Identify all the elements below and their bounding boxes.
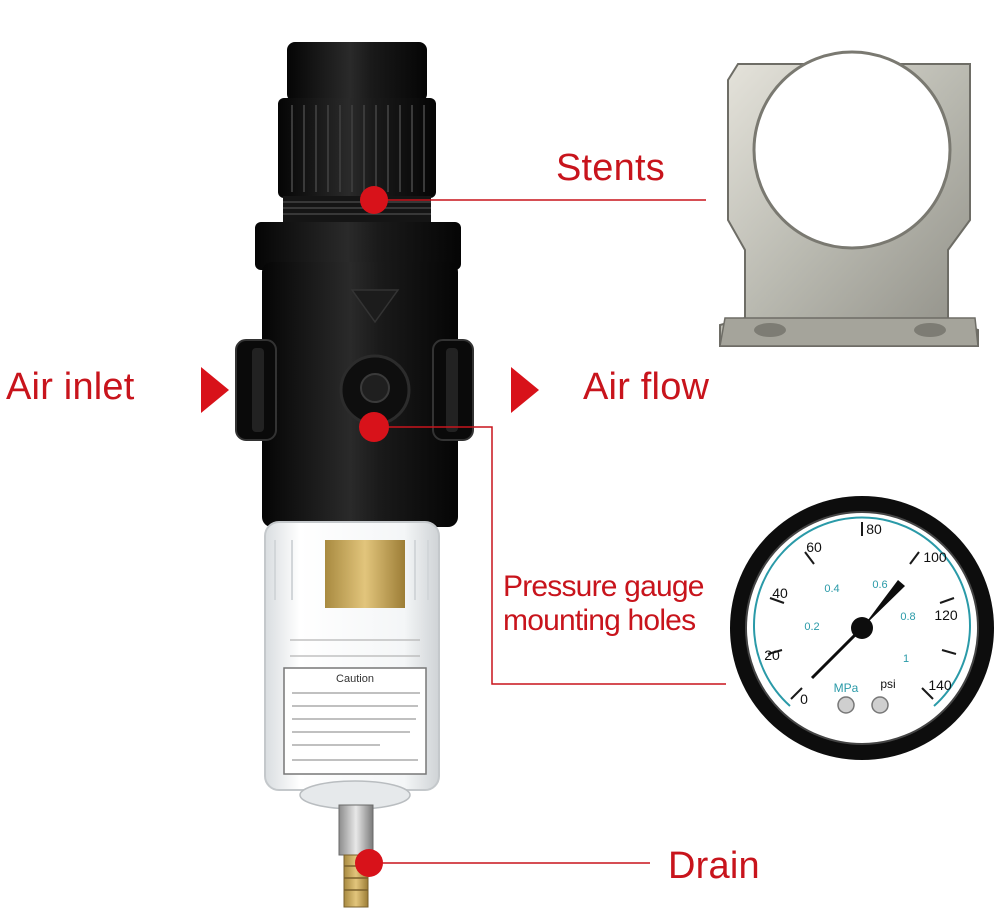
pressure-gauge: 0 20 40 60 80 100 120 140 0.2 0.4 0.6 0.…: [730, 496, 994, 760]
callout-dot-stents: [360, 186, 388, 214]
air-inlet-arrow-icon: [201, 367, 229, 413]
psi-tick-0: 0: [800, 691, 808, 707]
label-drain: Drain: [668, 845, 760, 887]
mpa-tick-0-2: 0.2: [804, 621, 819, 633]
mpa-tick-1: 1: [903, 653, 909, 665]
callout-dot-gauge-holes: [359, 412, 389, 442]
label-gauge-line-1: Pressure gauge: [503, 570, 704, 603]
mpa-tick-0-6: 0.6: [872, 579, 887, 591]
bowl-caution-text: Caution: [336, 673, 374, 685]
psi-tick-40: 40: [772, 585, 788, 601]
psi-tick-60: 60: [806, 539, 822, 555]
air-flow-arrow-icon: [511, 367, 539, 413]
label-air-flow: Air flow: [583, 366, 710, 408]
psi-tick-140: 140: [928, 677, 952, 693]
psi-tick-20: 20: [764, 647, 780, 663]
gauge-unit-psi: psi: [880, 677, 895, 691]
filter-bowl: Caution: [264, 521, 440, 810]
psi-tick-120: 120: [934, 607, 958, 623]
callout-dot-drain: [355, 849, 383, 877]
psi-tick-80: 80: [866, 521, 882, 537]
label-air-inlet: Air inlet: [6, 366, 135, 408]
label-pressure-gauge-holes: Pressure gauge mounting holes: [503, 570, 704, 638]
regulator-knob: [278, 42, 436, 222]
label-gauge-line-2: mounting holes: [503, 604, 696, 637]
callout-lines: [369, 199, 726, 864]
gauge-needle: [862, 580, 905, 628]
gauge-unit-mpa: MPa: [834, 681, 859, 695]
psi-tick-100: 100: [923, 549, 947, 565]
regulator-body: [235, 222, 474, 527]
mpa-tick-0-8: 0.8: [900, 611, 915, 623]
label-stents: Stents: [556, 147, 665, 189]
mounting-bracket: [719, 50, 979, 347]
mpa-tick-0-4: 0.4: [824, 583, 839, 595]
